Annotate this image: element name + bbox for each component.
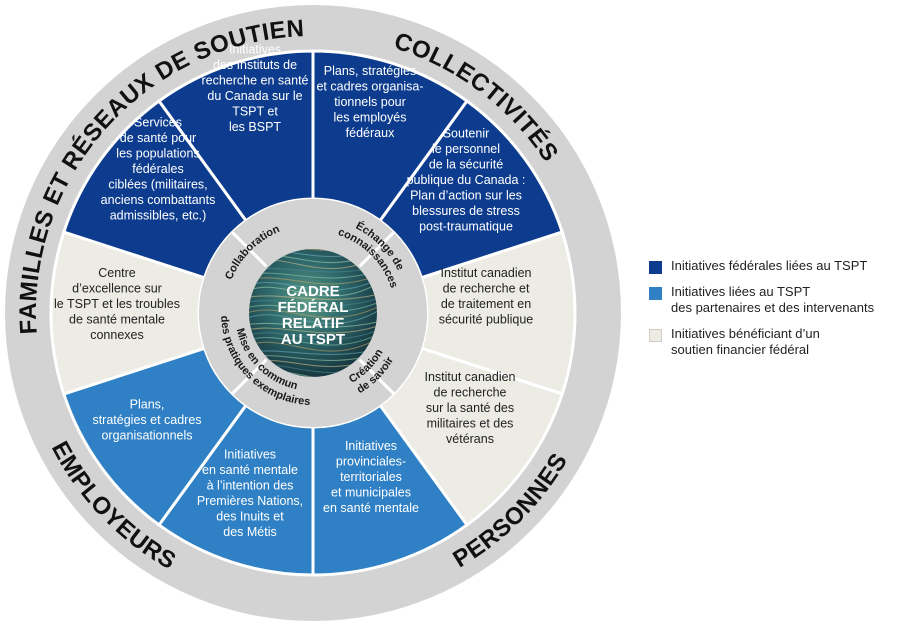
segment-label-line: fédérales (132, 162, 183, 176)
segment-label-line: des Inuits et (216, 509, 284, 523)
legend: Initiatives fédérales liées au TSPT Initi… (649, 258, 894, 368)
center-title-line: AU TSPT (281, 331, 345, 348)
center-circle (249, 249, 377, 377)
fiber-strand (249, 296, 377, 307)
fiber-strand (249, 307, 377, 325)
segment-label-line: de santé pour (120, 131, 196, 145)
inner-ring-divider (358, 358, 395, 395)
segment-label-line: TSPT et (232, 104, 278, 118)
segment-label-line: le TSPT et les troubles (54, 297, 180, 311)
segment-label-line: Services (134, 116, 182, 130)
segment-label-line: en santé mentale (323, 501, 419, 515)
legend-swatch-federal (649, 261, 662, 274)
segment-label-line: Plans, (130, 398, 165, 412)
segment-label-line: de recherche (434, 386, 507, 400)
segment-label-line: Institut canadien (440, 266, 531, 280)
segment-label-line: fédéraux (346, 126, 395, 140)
segment-label-line: militaires et des (427, 417, 514, 431)
inner-ring-divider (358, 231, 395, 268)
segment-label-line: en santé mentale (202, 463, 298, 477)
segment-label-line: de recherche et (443, 281, 530, 295)
segment-label-line: Soutenir (443, 127, 490, 141)
fiber-strand (249, 331, 377, 346)
fiber-strand (249, 327, 377, 340)
segment-label-line: et cadres organisa- (316, 80, 423, 94)
segment-label-line: à l’intention des (207, 478, 294, 492)
legend-item-federal: Initiatives fédérales liées au TSPT (649, 258, 894, 274)
legend-swatch-funded (649, 329, 662, 342)
segment-label-line: territoriales (340, 470, 402, 484)
segment-label-line: d’excellence sur (72, 282, 162, 296)
segment-label-line: connexes (90, 328, 144, 342)
segment-label-8: Plans,stratégies et cadres organisationne… (92, 398, 201, 443)
segment-label-line: ciblées (militaires, (108, 178, 207, 192)
fiber-strand (249, 276, 377, 291)
fiber-strand (249, 303, 377, 319)
segment-label-line: sécurité publique (439, 312, 534, 326)
segment-label-line: de traitement en (441, 297, 531, 311)
inner-ring-divider (231, 231, 268, 268)
segment-label-line: stratégies et cadres (92, 413, 201, 427)
segment-label-line: les BSPT (229, 120, 281, 134)
segment-label-line: blessures de stress (412, 204, 520, 218)
segment-label-line: Premières Nations, (197, 494, 303, 508)
segment-label-line: les populations (116, 147, 199, 161)
segment-label-line: du Canada sur le (207, 89, 302, 103)
fiber-strand (249, 323, 377, 334)
segment-label-line: des Métis (223, 525, 277, 539)
segment-label-6: Initiatives provinciales-territoriales et … (323, 439, 419, 515)
legend-swatch-partners (649, 287, 662, 300)
fiber-strand (249, 280, 377, 297)
segment-label-line: Institut canadien (424, 370, 515, 384)
segment-label-2: Plans, stratégies et cadres organisa-tion… (316, 64, 423, 140)
segment-label-line: Initiatives (345, 439, 397, 453)
segment-label-line: anciens combattants (101, 193, 216, 207)
fiber-strand (249, 320, 377, 328)
segment-label-line: sur la santé des (426, 401, 514, 415)
center-title-line: RELATIF (282, 315, 344, 332)
segment-label-line: les employés (334, 111, 407, 125)
inner-ring-divider (231, 358, 268, 395)
center-title-line: CADRE (286, 283, 339, 300)
segment-label-line: admissibles, etc.) (110, 209, 207, 223)
segment-label-line: vétérans (446, 432, 494, 446)
segment-label-line: Centre (98, 266, 136, 280)
segment-label-line: publique du Canada : (407, 173, 526, 187)
fiber-strand (249, 292, 377, 300)
fiber-strand (249, 300, 377, 313)
segment-label-line: Plans, stratégies (324, 64, 416, 78)
segment-label-line: de santé mentale (69, 313, 165, 327)
segment-label-line: de la sécurité (429, 158, 503, 172)
segment-label-line: organisationnels (101, 429, 192, 443)
segment-label-line: recherche en santé (201, 73, 308, 87)
segment-label-line: post-traumatique (419, 220, 513, 234)
segment-label-line: Initiatives (229, 42, 281, 56)
segment-label-line: et municipales (331, 486, 411, 500)
center-title-line: FÉDÉRAL (278, 299, 349, 316)
segment-label-line: Plan d’action sur les (410, 189, 522, 203)
segment-label-line: provinciales- (336, 455, 406, 469)
segment-label-line: des Instituts de (213, 58, 297, 72)
segment-label-line: tionnels pour (334, 95, 406, 109)
segment-label-line: Initiatives (224, 447, 276, 461)
legend-label-federal: Initiatives fédérales liées au TSPT (671, 258, 868, 273)
segment-label-line: le personnel (432, 142, 500, 156)
fiber-strand (249, 335, 377, 352)
